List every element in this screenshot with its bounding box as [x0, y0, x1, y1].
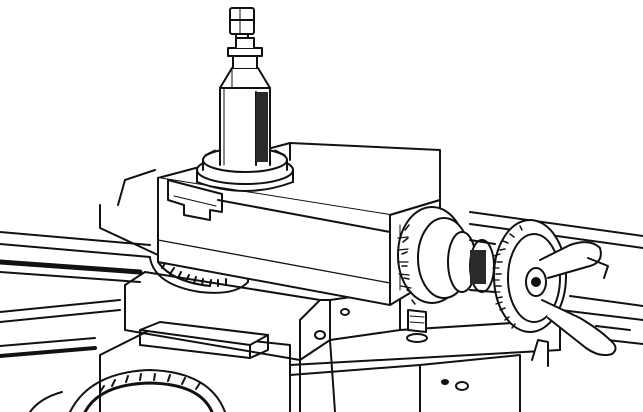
t-slot: [167, 179, 223, 221]
tool-post: [219, 67, 271, 166]
carriage-apron-handwheel: [29, 369, 226, 412]
tool-post-clamp-nut: [227, 7, 263, 69]
handwheel-crank-handle: [539, 241, 631, 357]
lock-bolt: [406, 309, 428, 343]
lathe-bed-ways: [0, 211, 643, 358]
carriage-apron: [99, 321, 521, 412]
compound-feed-screw-micrometer-collar: [397, 206, 496, 305]
adjusting-knob: [441, 339, 549, 391]
